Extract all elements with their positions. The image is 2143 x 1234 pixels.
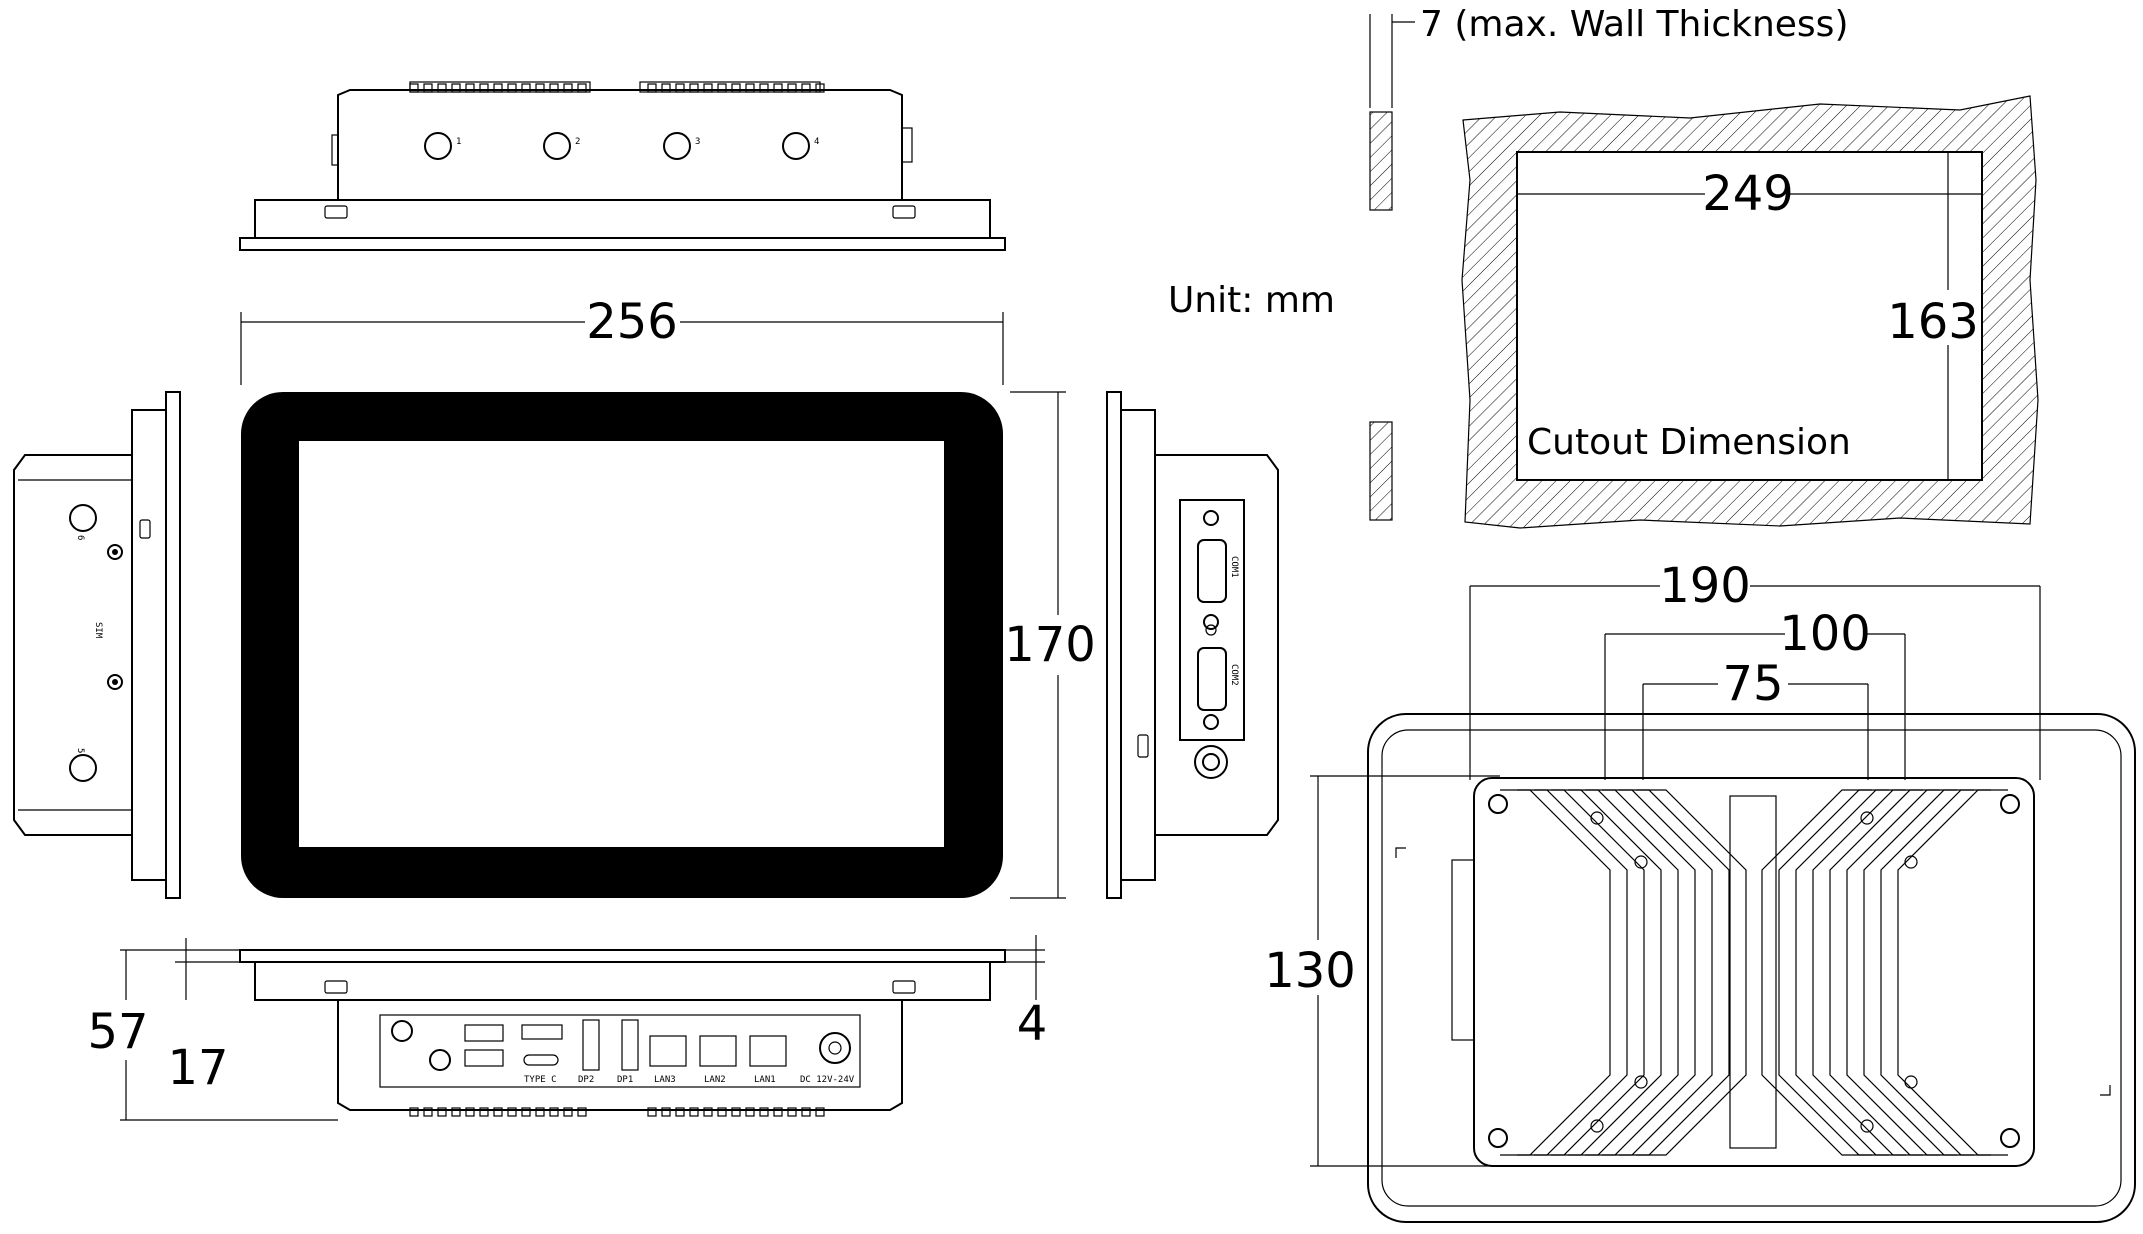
dim-100-label: 100 (1779, 606, 1871, 662)
lan1-label: LAN1 (754, 1075, 776, 1085)
bottom-view: TYPE C DP2 DP1 LAN3 LAN2 LAN1 DC 12V-24V (239, 949, 1006, 1117)
fin-mark (451, 83, 461, 93)
cutout-label: Cutout Dimension (1527, 422, 1851, 463)
com1-label: COM1 (1229, 556, 1239, 578)
fin-mark (535, 83, 545, 93)
heatsink-fin (1500, 789, 1611, 1156)
fin-mark (507, 1107, 517, 1117)
fin-mark (675, 83, 685, 93)
depth-dims: 57 17 4 (87, 935, 1048, 1121)
fin-mark (521, 83, 531, 93)
fin-mark (689, 1107, 699, 1117)
fin-mark (787, 1107, 797, 1117)
heatsink-fin (1897, 789, 2008, 1156)
fin-mark (675, 1107, 685, 1117)
fin-mark (423, 83, 433, 93)
rear-dims: 190 100 75 130 (1264, 558, 2041, 1167)
dim-4-label: 4 (1017, 996, 1048, 1052)
antenna-2-label: 2 (575, 137, 580, 147)
fin-mark (465, 83, 475, 93)
fin-mark (703, 1107, 713, 1117)
fin-mark (535, 1107, 545, 1117)
fin-mark (479, 83, 489, 93)
fin-mark (689, 83, 699, 93)
fin-mark (815, 83, 825, 93)
fin-mark (787, 83, 797, 93)
dim-163-label: 163 (1887, 294, 1979, 350)
sim-label: SIM (93, 622, 103, 639)
fin-mark (563, 1107, 573, 1117)
top-view: 1 2 3 4 (239, 81, 1006, 251)
fin-mark (773, 83, 783, 93)
fin-mark (801, 83, 811, 93)
fin-mark (563, 83, 573, 93)
rear-view (1367, 713, 2136, 1223)
dp1-label: DP1 (617, 1075, 633, 1085)
fin-mark (717, 83, 727, 93)
com2-label: COM2 (1229, 664, 1239, 686)
dim-170: 170 (1004, 391, 1096, 899)
dim-190-label: 190 (1659, 558, 1751, 614)
lan2-label: LAN2 (704, 1075, 726, 1085)
fin-mark (745, 1107, 755, 1117)
dim-170-label: 170 (1004, 617, 1096, 673)
fin-mark (815, 1107, 825, 1117)
fin-mark (759, 83, 769, 93)
dim-17-label: 17 (167, 1040, 228, 1096)
antenna-3-label: 3 (695, 137, 700, 147)
dp2-label: DP2 (578, 1075, 594, 1085)
fin-mark (717, 1107, 727, 1117)
dim-75-label: 75 (1722, 656, 1783, 712)
fin-mark (661, 83, 671, 93)
fin-mark (647, 1107, 657, 1117)
fin-mark (703, 83, 713, 93)
antenna-1-label: 1 (456, 137, 461, 147)
heatsink-fin (1761, 789, 1872, 1156)
antenna-4-label: 4 (814, 137, 819, 147)
dim-130-label: 130 (1264, 943, 1356, 999)
fin-mark (731, 83, 741, 93)
antenna-5-label: 5 (75, 748, 85, 753)
fin-mark (437, 1107, 447, 1117)
fin-mark (801, 1107, 811, 1117)
fin-mark (507, 83, 517, 93)
fin-mark (493, 83, 503, 93)
dc-label: DC 12V-24V (800, 1075, 855, 1085)
fin-mark (465, 1107, 475, 1117)
fin-mark (661, 1107, 671, 1117)
fin-mark (451, 1107, 461, 1117)
wall-thickness-label: 7 (max. Wall Thickness) (1420, 4, 1848, 45)
dim-256: 256 (240, 294, 1004, 385)
fin-mark (479, 1107, 489, 1117)
fin-mark (549, 1107, 559, 1117)
left-side-view: SIM 6 5 (13, 391, 181, 899)
wall-section: 7 (max. Wall Thickness) (1369, 4, 1848, 521)
fin-mark (731, 1107, 741, 1117)
fin-mark (437, 83, 447, 93)
cutout-view: 249 163 Cutout Dimension (1461, 95, 2039, 529)
fin-mark (577, 1107, 587, 1117)
fin-mark (409, 1107, 419, 1117)
antenna-6-label: 6 (75, 535, 85, 540)
fin-mark (745, 83, 755, 93)
fin-mark (549, 83, 559, 93)
fin-mark (759, 1107, 769, 1117)
unit-label: Unit: mm (1168, 280, 1335, 321)
dim-256-label: 256 (586, 294, 678, 350)
fin-mark (521, 1107, 531, 1117)
fin-mark (493, 1107, 503, 1117)
fin-mark (409, 83, 419, 93)
dim-57-label: 57 (87, 1004, 148, 1060)
heatsink-fin (1636, 789, 1747, 1156)
right-side-view: COM1 COM2 (1106, 391, 1279, 899)
lan3-label: LAN3 (654, 1075, 676, 1085)
front-view (241, 392, 1003, 898)
fin-mark (647, 83, 657, 93)
fin-mark (423, 1107, 433, 1117)
typec-label: TYPE C (524, 1075, 557, 1085)
fin-mark (773, 1107, 783, 1117)
fin-mark (577, 83, 587, 93)
dim-249-label: 249 (1702, 166, 1794, 222)
